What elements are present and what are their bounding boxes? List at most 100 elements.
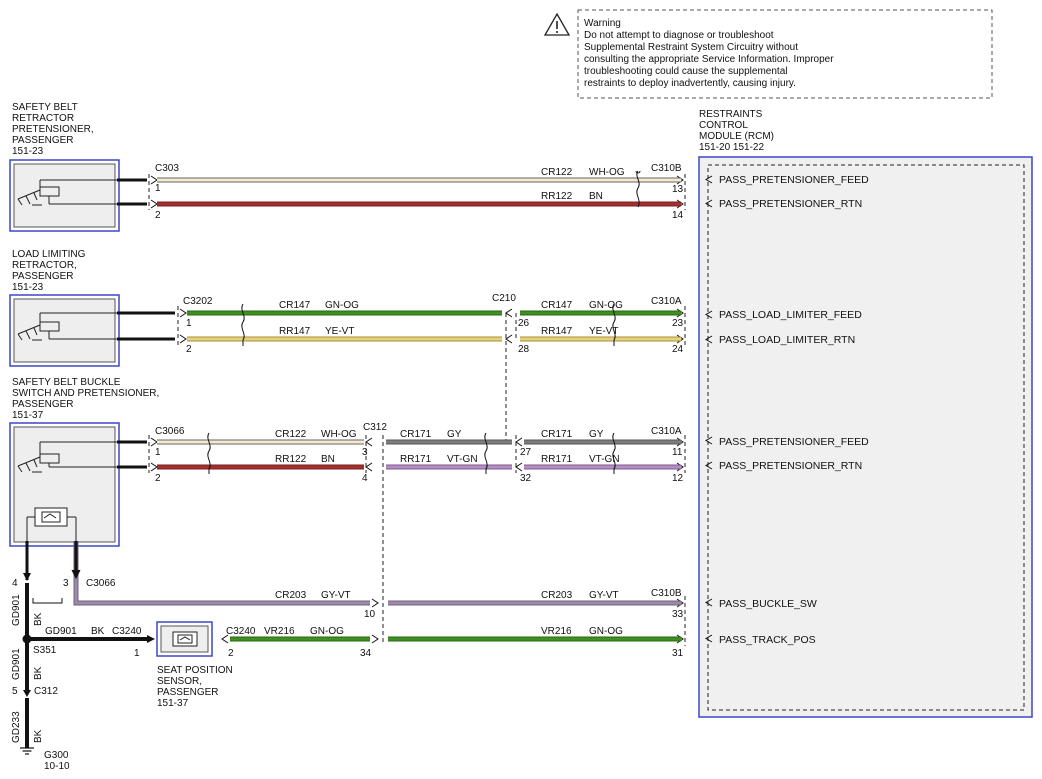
wire-color-code: GN-OG xyxy=(589,626,623,637)
seat-position-sensor: SEAT POSITION SENSOR, PASSENGER 151-37 xyxy=(156,621,233,709)
pin-numbers: 1 2 13 14 1 2 26 28 23 24 1 2 3 4 27 32 … xyxy=(12,183,684,697)
circuit-id: CR147 xyxy=(279,300,311,311)
circuit-id: VR216 xyxy=(264,626,295,637)
pin-number: 33 xyxy=(672,609,684,620)
circuit-id: GD901 xyxy=(11,648,22,680)
circuit-id: GD233 xyxy=(11,711,22,743)
component-label: SEAT POSITION xyxy=(157,665,233,676)
connector-arrows xyxy=(150,175,684,644)
component-label: 151-37 xyxy=(12,410,44,421)
circuit-id: CR122 xyxy=(541,167,573,178)
rcm-signal: PASS_TRACK_POS xyxy=(719,634,816,646)
squib-icon xyxy=(17,441,117,473)
circuit-id: GD901 xyxy=(45,626,77,637)
wires xyxy=(20,177,681,755)
circuit-id: CR171 xyxy=(541,429,573,440)
wire-color-code: YE-VT xyxy=(325,326,354,337)
rcm-signal: PASS_PRETENSIONER_RTN xyxy=(719,198,862,210)
pin-number: 26 xyxy=(518,318,530,329)
twisted-pair-marks xyxy=(207,170,641,474)
connector-id: C310B xyxy=(651,163,682,174)
splice-id: S351 xyxy=(33,645,57,656)
pin-number: 3 xyxy=(362,447,368,458)
connector-id: C310A xyxy=(651,426,682,437)
circuit-id: VR216 xyxy=(541,626,572,637)
component-label: 151-23 xyxy=(12,146,44,157)
pin-number: 14 xyxy=(672,210,684,221)
component-label: 151-23 xyxy=(12,282,44,293)
wire-color-code: GN-OG xyxy=(325,300,359,311)
component-label: SAFETY BELT xyxy=(12,102,78,113)
pin-number: 3 xyxy=(63,578,69,589)
connector-id: C312 xyxy=(34,686,58,697)
pin-number: 24 xyxy=(672,344,684,355)
wire-color-code: GY xyxy=(447,429,462,440)
component-label: SAFETY BELT BUCKLE xyxy=(12,377,121,388)
splice-s351 xyxy=(22,634,32,644)
pin-number: 31 xyxy=(672,648,684,659)
wire-color-code: BK xyxy=(91,626,105,637)
wire-color-code: BK xyxy=(33,666,44,680)
ground-icon xyxy=(20,747,34,755)
warning-line: Do not attempt to diagnose or troublesho… xyxy=(584,30,774,41)
connector-labels: C303 C310B C3202 C210 C310A C3066 C312 C… xyxy=(33,163,682,772)
component-label: PASSENGER xyxy=(12,135,74,146)
wire-color-code: YE-VT xyxy=(589,326,618,337)
rcm-label: RESTRAINTS xyxy=(699,109,763,120)
component-label: RETRACTOR, xyxy=(12,260,77,271)
connector-id: C210 xyxy=(492,293,516,304)
buckle-switch-icon xyxy=(26,507,77,541)
rcm-signal: PASS_LOAD_LIMITER_FEED xyxy=(719,309,862,321)
component-label: SWITCH AND PRETENSIONER, xyxy=(12,388,159,399)
warning-line: consulting the appropriate Service Infor… xyxy=(584,54,834,65)
squib-icon xyxy=(17,312,117,341)
component-label: PASSENGER xyxy=(157,687,219,698)
component-label: LOAD LIMITING xyxy=(12,249,86,260)
pin-number: 1 xyxy=(186,318,192,329)
connector-id: C303 xyxy=(155,163,179,174)
rcm-signal: PASS_PRETENSIONER_FEED xyxy=(719,436,869,448)
pin-number: 1 xyxy=(155,183,161,194)
pin-number: 4 xyxy=(12,578,18,589)
circuit-id: CR122 xyxy=(275,429,307,440)
rcm-module: RESTRAINTS CONTROL MODULE (RCM) 151-20 1… xyxy=(698,109,1033,718)
pin-number: 11 xyxy=(672,447,683,458)
circuit-id: RR147 xyxy=(541,326,573,337)
wire-color-code: GY-VT xyxy=(321,590,351,601)
pin-number: 5 xyxy=(12,686,18,697)
connector-id: C3240 xyxy=(112,626,142,637)
buckle-switch-pretensioner: SAFETY BELT BUCKLE SWITCH AND PRETENSION… xyxy=(9,377,159,547)
component-label: 151-37 xyxy=(157,698,189,709)
pin-number: 10 xyxy=(364,609,376,620)
ground-id: G300 xyxy=(44,750,69,761)
warning-icon xyxy=(543,12,571,36)
rcm-signal: PASS_BUCKLE_SW xyxy=(719,598,817,610)
component-label: PASSENGER xyxy=(12,271,74,282)
wire-color-code: BK xyxy=(33,612,44,626)
component-label: SENSOR, xyxy=(157,676,202,687)
pin-number: 12 xyxy=(672,473,684,484)
warning-line: troubleshooting could cause the suppleme… xyxy=(584,66,787,77)
retractor-pretensioner: SAFETY BELT RETRACTOR PRETENSIONER, PASS… xyxy=(9,102,120,232)
pin-number: 32 xyxy=(520,473,532,484)
pin-number: 28 xyxy=(518,344,530,355)
pin-number: 4 xyxy=(362,473,368,484)
ground-ref: 10-10 xyxy=(44,761,70,772)
pin-number: 2 xyxy=(186,344,192,355)
load-limiting-retractor: LOAD LIMITING RETRACTOR, PASSENGER 151-2… xyxy=(9,249,120,367)
pin-number: 2 xyxy=(155,473,161,484)
connector-id: C3202 xyxy=(183,296,213,307)
wire-color-code: WH-OG xyxy=(321,429,357,440)
component-label: PRETENSIONER, xyxy=(12,124,94,135)
circuit-id: CR203 xyxy=(275,590,307,601)
wire-color-code: GN-OG xyxy=(589,300,623,311)
wire-color-code: GY xyxy=(589,429,604,440)
rcm-pin-arrows xyxy=(705,175,713,643)
warning-line: Supplemental Restraint System Circuitry … xyxy=(584,42,798,53)
pin-number: 1 xyxy=(155,447,161,458)
pin-number: 2 xyxy=(155,210,161,221)
pin-number: 2 xyxy=(228,648,234,659)
circuit-id: RR171 xyxy=(400,454,432,465)
circuit-id: RR122 xyxy=(541,191,573,202)
